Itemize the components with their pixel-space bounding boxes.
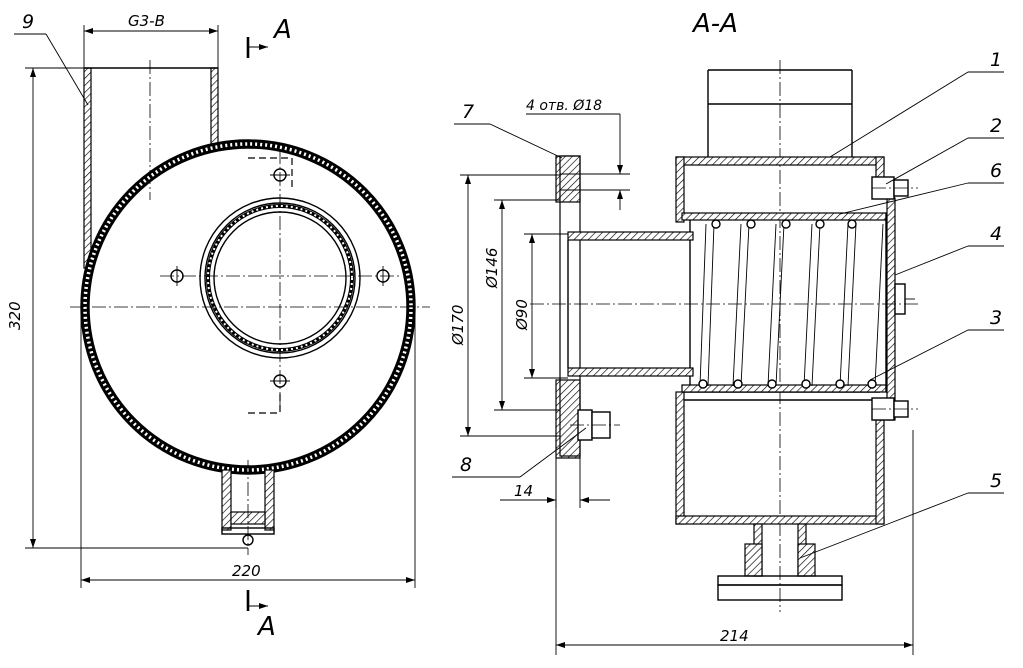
dimension-height: 320	[6, 67, 248, 549]
dimension-d90-label: Ø90	[513, 299, 531, 331]
part-9-label: 9	[22, 11, 34, 33]
part-5-label: 5	[990, 470, 1002, 492]
leader-6: 6	[839, 160, 1004, 215]
dimension-flange-label: 14	[514, 482, 533, 500]
hole-note-label: 4 отв. Ø18	[526, 98, 602, 114]
section-marker-bottom: A	[246, 590, 276, 642]
section-inlet-pipe	[707, 60, 853, 612]
thread-label: G3-B	[128, 12, 165, 30]
part-3-label: 3	[990, 307, 1002, 329]
part-4-label: 4	[990, 223, 1002, 245]
leader-3: 3	[869, 307, 1004, 381]
section-marker-bottom-label: A	[256, 612, 276, 642]
section-marker-top-label: A	[272, 15, 292, 45]
drain-fitting	[221, 460, 275, 555]
part-1-label: 1	[990, 49, 1002, 71]
section-title: A-A	[691, 9, 738, 39]
dimension-d170: Ø170	[449, 174, 560, 437]
dimension-height-label: 320	[6, 301, 24, 330]
section-drain	[717, 523, 843, 601]
dimension-length: 214	[555, 430, 914, 655]
filter-cartridge	[681, 212, 888, 393]
part-2-label: 2	[990, 115, 1002, 137]
part-6-label: 6	[990, 160, 1002, 182]
dimension-length-label: 214	[720, 627, 749, 645]
leader-4: 4	[894, 223, 1004, 276]
leader-2: 2	[885, 115, 1004, 185]
leader-9: 9	[14, 11, 89, 106]
section-marker-top: A	[246, 15, 292, 58]
outlet-nozzle	[530, 155, 920, 459]
spiral-spring	[698, 219, 884, 389]
dimension-d146: Ø146	[483, 199, 560, 411]
part-7-label: 7	[462, 101, 474, 123]
dimension-d146-label: Ø146	[483, 248, 501, 289]
front-view: 320 220 G3-B 9 A	[6, 11, 430, 642]
dimension-width: 220	[80, 307, 416, 588]
leader-1: 1	[829, 49, 1004, 158]
dimension-flange: 14	[500, 458, 610, 508]
section-view: A-A	[449, 9, 1004, 655]
end-cap	[886, 197, 915, 421]
leader-7: 7	[454, 101, 563, 159]
dimension-width-label: 220	[232, 562, 261, 580]
part-8-label: 8	[460, 454, 472, 476]
leader-5: 5	[799, 470, 1004, 559]
dimension-d90: Ø90	[513, 233, 568, 379]
dimension-d170-label: Ø170	[449, 305, 467, 346]
hole-note: 4 отв. Ø18	[526, 98, 623, 210]
leader-8: 8	[452, 427, 587, 478]
thread-dimension: G3-B	[83, 12, 219, 68]
